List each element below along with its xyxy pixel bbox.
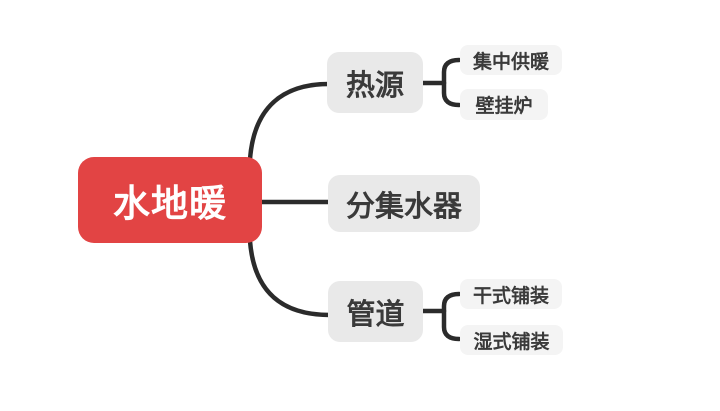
mindmap-branch-node-manifold[interactable]: 分集水器: [328, 175, 480, 232]
mindmap-child-node-dry-installation[interactable]: 干式铺装: [460, 279, 562, 309]
connector-branch-2-bracket: [441, 291, 462, 342]
mindmap-child-node-wet-installation[interactable]: 湿式铺装: [460, 325, 563, 355]
mindmap-root-node[interactable]: 水地暖: [78, 157, 262, 243]
mindmap-child-node-wall-boiler[interactable]: 壁挂炉: [460, 89, 548, 120]
connector-root-to-branch-2: [247, 238, 333, 318]
connector-root-to-branch-0: [247, 81, 332, 162]
connector-branch-0-bracket: [441, 57, 462, 108]
mindmap-branch-node-pipes[interactable]: 管道: [328, 281, 423, 342]
mindmap-branch-node-heat-source[interactable]: 热源: [327, 52, 423, 113]
mindmap-child-node-central-heating[interactable]: 集中供暖: [460, 45, 562, 75]
